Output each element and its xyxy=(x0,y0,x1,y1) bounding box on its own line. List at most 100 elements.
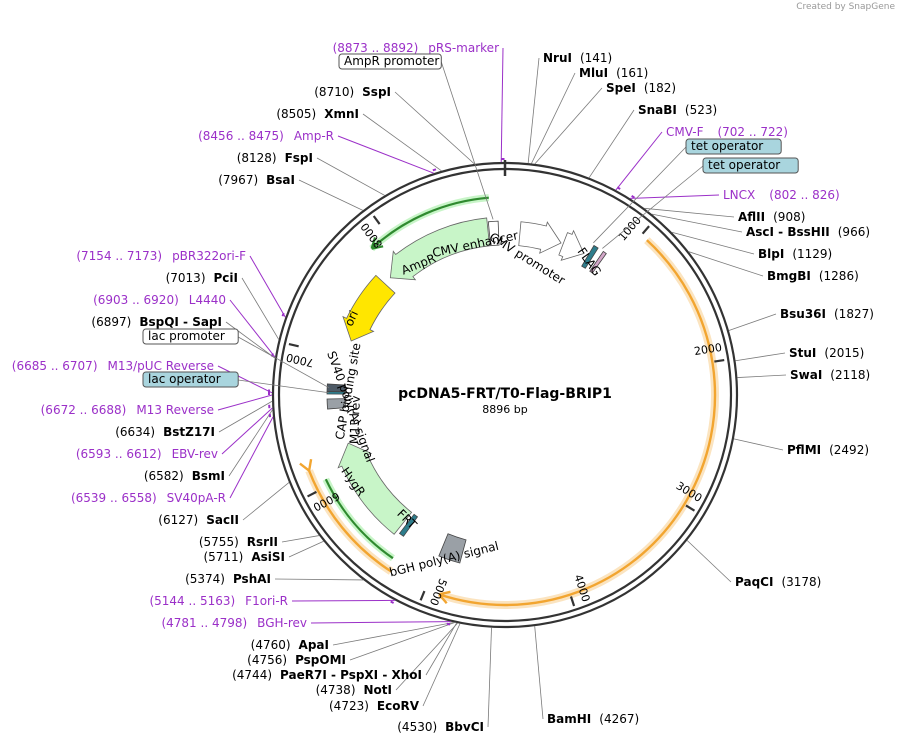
sv40-polya-feature xyxy=(326,398,346,410)
site-pos: (5374) xyxy=(185,572,225,586)
primer-label-4: (7154 .. 7173)pBR322ori-F xyxy=(76,249,246,263)
site-pos: (5711) xyxy=(203,550,243,564)
site-pos: (4756) xyxy=(247,653,287,667)
brip1-orf-arrowhead xyxy=(438,590,451,605)
site-label-21: (5711)AsiSI xyxy=(203,550,285,564)
site-name: NotI xyxy=(364,683,393,697)
ampr-orf-arc xyxy=(370,196,489,250)
primer-range: (6903 .. 6920) xyxy=(93,293,179,307)
site-leader-26 xyxy=(225,321,276,359)
site-label-0: NruI (141) xyxy=(543,51,612,65)
site-pos: (966) xyxy=(838,225,870,239)
cmv-enhancer-feature xyxy=(518,221,562,254)
feature-box-leader-1 xyxy=(593,146,687,244)
site-pos: (6897) xyxy=(91,315,131,329)
site-label-19: (4760) ApaI xyxy=(251,638,329,652)
site-label-26: (6897)BspQI - SapI xyxy=(91,315,222,329)
site-leader-0 xyxy=(527,57,540,164)
site-pos: (7013) xyxy=(166,271,206,285)
site-pos: (161) xyxy=(616,66,648,80)
site-pos: (6127) xyxy=(158,513,198,527)
site-name: RsrII xyxy=(247,535,278,549)
primer-label-9: (6539 .. 6558)SV40pA-R xyxy=(71,491,226,505)
site-pos: (2015) xyxy=(824,346,864,360)
ori-feature xyxy=(342,274,396,342)
site-name: BlpI xyxy=(758,247,784,261)
site-leader-4 xyxy=(644,207,735,218)
site-name: PciI xyxy=(214,271,239,285)
site-label-10: SwaI(2118) xyxy=(790,368,870,382)
primer-label-6: (6685 .. 6707) M13/pUC Reverse xyxy=(12,359,214,373)
site-label-6: BlpI(1129) xyxy=(758,247,832,261)
primer-mark-10 xyxy=(390,600,395,604)
feature-box-label-0: AmpR promoter xyxy=(344,54,439,68)
site-name: XmnI xyxy=(324,107,359,121)
tick-mark-1000 xyxy=(641,225,650,235)
site-name: StuI xyxy=(789,346,816,360)
primer-name: M13/pUC Reverse xyxy=(108,359,215,373)
tick-mark-3000 xyxy=(685,504,696,512)
site-name: ApaI xyxy=(299,638,329,652)
primer-name: F1ori-R xyxy=(245,594,288,608)
site-pos: (6582) xyxy=(144,469,184,483)
tick-mark-4000 xyxy=(569,596,576,607)
primer-leader-1 xyxy=(615,131,663,191)
ampr-feature xyxy=(389,217,490,281)
site-pos: (1827) xyxy=(834,307,874,321)
site-leader-28 xyxy=(298,179,364,211)
site-pos: (4723) xyxy=(329,699,369,713)
site-label-27: (7013) PciI xyxy=(166,271,238,285)
site-leader-9 xyxy=(735,352,786,362)
site-leader-3 xyxy=(588,109,635,178)
primer-leader-11 xyxy=(310,621,451,624)
site-pos: (4760) xyxy=(251,638,291,652)
primer-name: L4440 xyxy=(189,293,226,307)
feature-box-leader-2 xyxy=(602,165,704,249)
site-name: PaqCI xyxy=(735,575,773,589)
site-name: SspI xyxy=(362,85,391,99)
frt-feature xyxy=(398,513,419,537)
site-leader-19 xyxy=(332,621,455,646)
primer-leader-6 xyxy=(217,365,273,394)
site-pos: (8505) xyxy=(276,107,316,121)
primer-label-8: (6593 .. 6612)EBV-rev xyxy=(76,447,218,461)
primer-range: (6539 .. 6558) xyxy=(71,491,157,505)
site-leader-7 xyxy=(688,251,764,277)
primer-name: Amp-R xyxy=(294,129,334,143)
ampr-promoter-feature xyxy=(487,220,500,247)
site-leader-8 xyxy=(728,313,777,331)
site-leader-12 xyxy=(686,540,732,583)
site-leader-11 xyxy=(733,438,784,451)
primer-range: (6685 .. 6707) xyxy=(12,359,98,373)
site-label-22: (5755)RsrII xyxy=(199,535,278,549)
feature-box-label-3: lac promoter xyxy=(148,329,225,343)
site-leader-25 xyxy=(218,400,273,433)
tick-mark-8000 xyxy=(372,215,381,225)
site-leader-2 xyxy=(534,87,603,165)
primer-range: (5144 .. 5163) xyxy=(149,594,235,608)
site-label-23: (6127)SacII xyxy=(158,513,239,527)
primer-range: (702 .. 722) xyxy=(717,125,787,139)
site-leader-27 xyxy=(241,277,280,340)
site-name: NruI xyxy=(543,51,572,65)
primer-leader-8 xyxy=(221,407,273,455)
tick-label-2000: 2000 xyxy=(693,341,723,358)
primer-leader-10 xyxy=(291,599,396,602)
site-leader-15 xyxy=(422,623,461,707)
site-name: SwaI xyxy=(790,368,822,382)
feature-box-label-4: lac operator xyxy=(148,372,221,386)
primer-label-2: LNCX(802 .. 826) xyxy=(723,188,840,202)
site-pos: (182) xyxy=(644,81,676,95)
feature-box-0 xyxy=(338,53,442,70)
site-label-1: MluI(161) xyxy=(579,66,648,80)
plasmid-name: pcDNA5-FRT/T0-Flag-BRIP1 xyxy=(398,386,612,402)
site-pos: (141) xyxy=(580,51,612,65)
tick-label-4000: 4000 xyxy=(571,573,592,604)
site-label-16: (4738)NotI xyxy=(316,683,392,697)
site-label-13: BamHI(4267) xyxy=(547,712,639,726)
site-leader-23 xyxy=(242,482,290,521)
inner-label-6: M13 rev xyxy=(347,395,363,444)
site-leader-6 xyxy=(671,231,755,255)
site-name: FspI xyxy=(285,151,313,165)
flag-feature xyxy=(581,244,599,269)
